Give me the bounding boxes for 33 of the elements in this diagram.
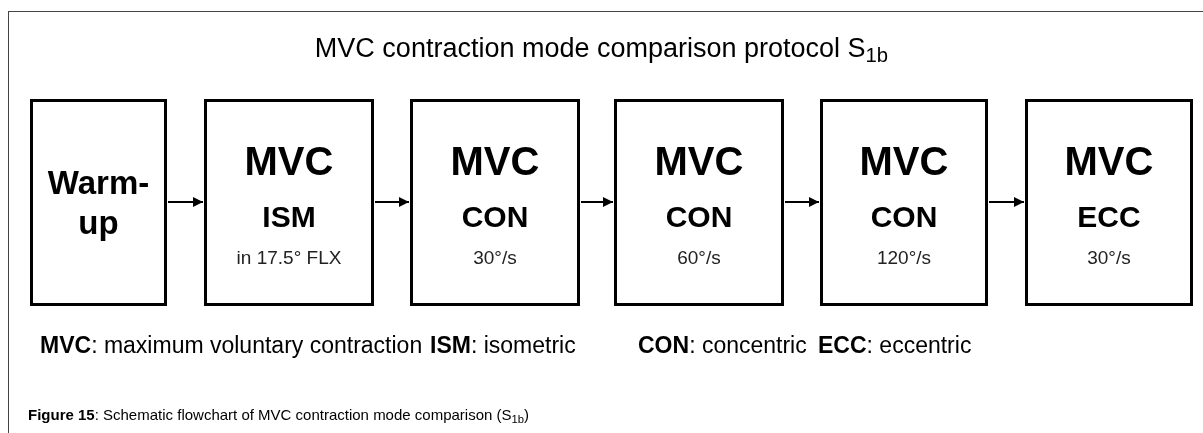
box-subtitle: ISM	[262, 198, 316, 235]
legend-text: MVC: maximum voluntary contraction	[40, 331, 423, 360]
box-title: MVC	[859, 137, 949, 185]
box-title: MVC	[1064, 137, 1154, 185]
legend-text: CON: concentric	[638, 331, 807, 360]
arrow	[784, 197, 820, 207]
arrow	[374, 197, 410, 207]
arrow	[167, 197, 204, 207]
box-detail: 120°/s	[876, 245, 932, 270]
box-title: Warm-up	[46, 162, 151, 243]
box-subtitle: ECC	[1077, 198, 1141, 235]
box-detail: 60°/s	[677, 245, 721, 270]
legend-text: ECC: eccentric	[818, 331, 972, 360]
box-subtitle: CON	[665, 198, 733, 235]
box-title: MVC	[450, 137, 540, 185]
box-detail: 30°/s	[1087, 245, 1131, 270]
box-title: MVC	[654, 137, 744, 185]
arrow	[580, 197, 614, 207]
arrow	[988, 197, 1025, 207]
figure-caption: Figure 15: Schematic flowchart of MVC contraction mode comparison (S$_{1b}$)	[28, 405, 530, 425]
box-detail: 30°/s	[473, 245, 517, 270]
process-box	[614, 99, 784, 306]
process-box	[410, 99, 580, 306]
process-box	[30, 99, 167, 306]
box-title: MVC	[244, 137, 334, 185]
diagram-title: MVC contraction mode comparison protocol S$_{1b}$	[313, 32, 890, 66]
box-subtitle: CON	[461, 198, 529, 235]
process-box	[204, 99, 374, 306]
process-box	[820, 99, 988, 306]
process-box	[1025, 99, 1193, 306]
legend-text: ISM: isometric	[430, 331, 576, 360]
box-subtitle: CON	[870, 198, 938, 235]
box-detail: in 17.5° FLX	[236, 245, 342, 270]
